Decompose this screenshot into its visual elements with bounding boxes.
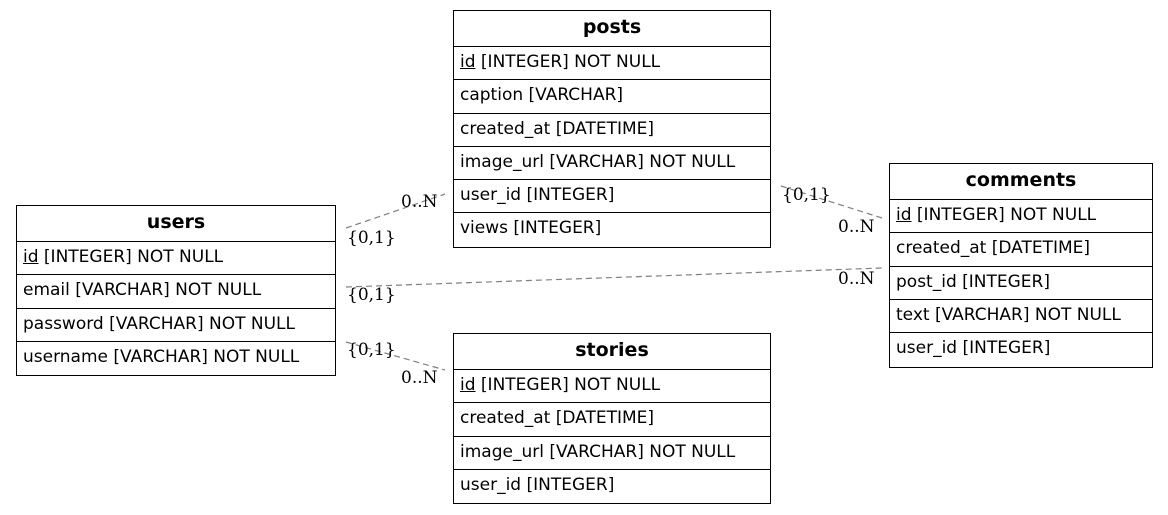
card-users-stories-from: {0,1}: [347, 340, 396, 360]
edge-users-stories: [345, 341, 446, 371]
attribute-text: text [VARCHAR] NOT NULL: [896, 304, 1121, 325]
attribute-row: views [INTEGER]: [454, 213, 770, 246]
primary-key: id: [896, 205, 912, 225]
attribute-row: user_id [INTEGER]: [890, 333, 1152, 366]
attribute-text: email [VARCHAR] NOT NULL: [23, 280, 262, 301]
attribute-row: created_at [DATETIME]: [454, 403, 770, 437]
attribute-row: image_url [VARCHAR] NOT NULL: [454, 437, 770, 470]
card-posts-comments-from: {0,1}: [782, 185, 831, 205]
attribute-text: created_at [DATETIME]: [460, 118, 655, 139]
attribute-row: post_id [INTEGER]: [890, 267, 1152, 300]
attribute-row: created_at [DATETIME]: [890, 233, 1152, 267]
attribute-text: post_id [INTEGER]: [896, 271, 1050, 292]
attribute-text: user_id [INTEGER]: [896, 338, 1051, 359]
entity-comments: comments id [INTEGER] NOT NULL created_a…: [889, 163, 1153, 368]
primary-key: id: [23, 247, 39, 267]
attribute-text: username [VARCHAR] NOT NULL: [23, 346, 300, 367]
card-users-posts-to: 0..N: [401, 192, 438, 212]
attribute-row: email [VARCHAR] NOT NULL: [17, 275, 335, 309]
attribute-text: [INTEGER] NOT NULL: [38, 247, 224, 267]
card-posts-comments-to: 0..N: [838, 217, 875, 237]
card-users-posts-from: {0,1}: [347, 228, 396, 248]
attribute-text: image_url [VARCHAR] NOT NULL: [460, 151, 736, 172]
primary-key: id: [460, 52, 476, 72]
entity-stories: stories id [INTEGER] NOT NULL created_at…: [453, 333, 771, 504]
attribute-text: password [VARCHAR] NOT NULL: [23, 313, 295, 334]
entity-posts: posts id [INTEGER] NOT NULL caption [VAR…: [453, 10, 771, 248]
attribute-row: id [INTEGER] NOT NULL: [454, 370, 770, 404]
attribute-text: views [INTEGER]: [460, 218, 602, 239]
card-users-comments-to: 0..N: [838, 269, 875, 289]
edge-users-comments: [345, 267, 883, 288]
entity-title: posts: [454, 11, 770, 47]
attribute-row: id [INTEGER] NOT NULL: [890, 200, 1152, 234]
attribute-row: id [INTEGER] NOT NULL: [17, 242, 335, 276]
primary-key: id: [460, 375, 476, 395]
attribute-text: [INTEGER] NOT NULL: [475, 52, 661, 72]
attribute-row: caption [VARCHAR]: [454, 80, 770, 114]
edge-users-posts: [345, 193, 446, 229]
attribute-row: user_id [INTEGER]: [454, 470, 770, 503]
attribute-text: user_id [INTEGER]: [460, 474, 615, 495]
attribute-text: created_at [DATETIME]: [896, 238, 1091, 259]
entity-users: users id [INTEGER] NOT NULL email [VARCH…: [16, 205, 336, 376]
card-users-stories-to: 0..N: [401, 368, 438, 388]
attribute-row: username [VARCHAR] NOT NULL: [17, 342, 335, 375]
attribute-text: user_id [INTEGER]: [460, 185, 615, 206]
attribute-text: created_at [DATETIME]: [460, 408, 655, 429]
card-users-comments-from: {0,1}: [347, 285, 396, 305]
edge-posts-comments: [780, 185, 883, 219]
attribute-text: [INTEGER] NOT NULL: [911, 205, 1097, 225]
attribute-row: user_id [INTEGER]: [454, 180, 770, 214]
attribute-row: image_url [VARCHAR] NOT NULL: [454, 147, 770, 181]
attribute-row: created_at [DATETIME]: [454, 114, 770, 147]
attribute-row: id [INTEGER] NOT NULL: [454, 47, 770, 81]
attribute-text: image_url [VARCHAR] NOT NULL: [460, 441, 736, 462]
entity-title: stories: [454, 334, 770, 370]
attribute-row: password [VARCHAR] NOT NULL: [17, 309, 335, 342]
attribute-text: [INTEGER] NOT NULL: [475, 375, 661, 395]
attribute-text: caption [VARCHAR]: [460, 85, 624, 106]
entity-title: comments: [890, 164, 1152, 200]
attribute-row: text [VARCHAR] NOT NULL: [890, 300, 1152, 334]
entity-title: users: [17, 206, 335, 242]
